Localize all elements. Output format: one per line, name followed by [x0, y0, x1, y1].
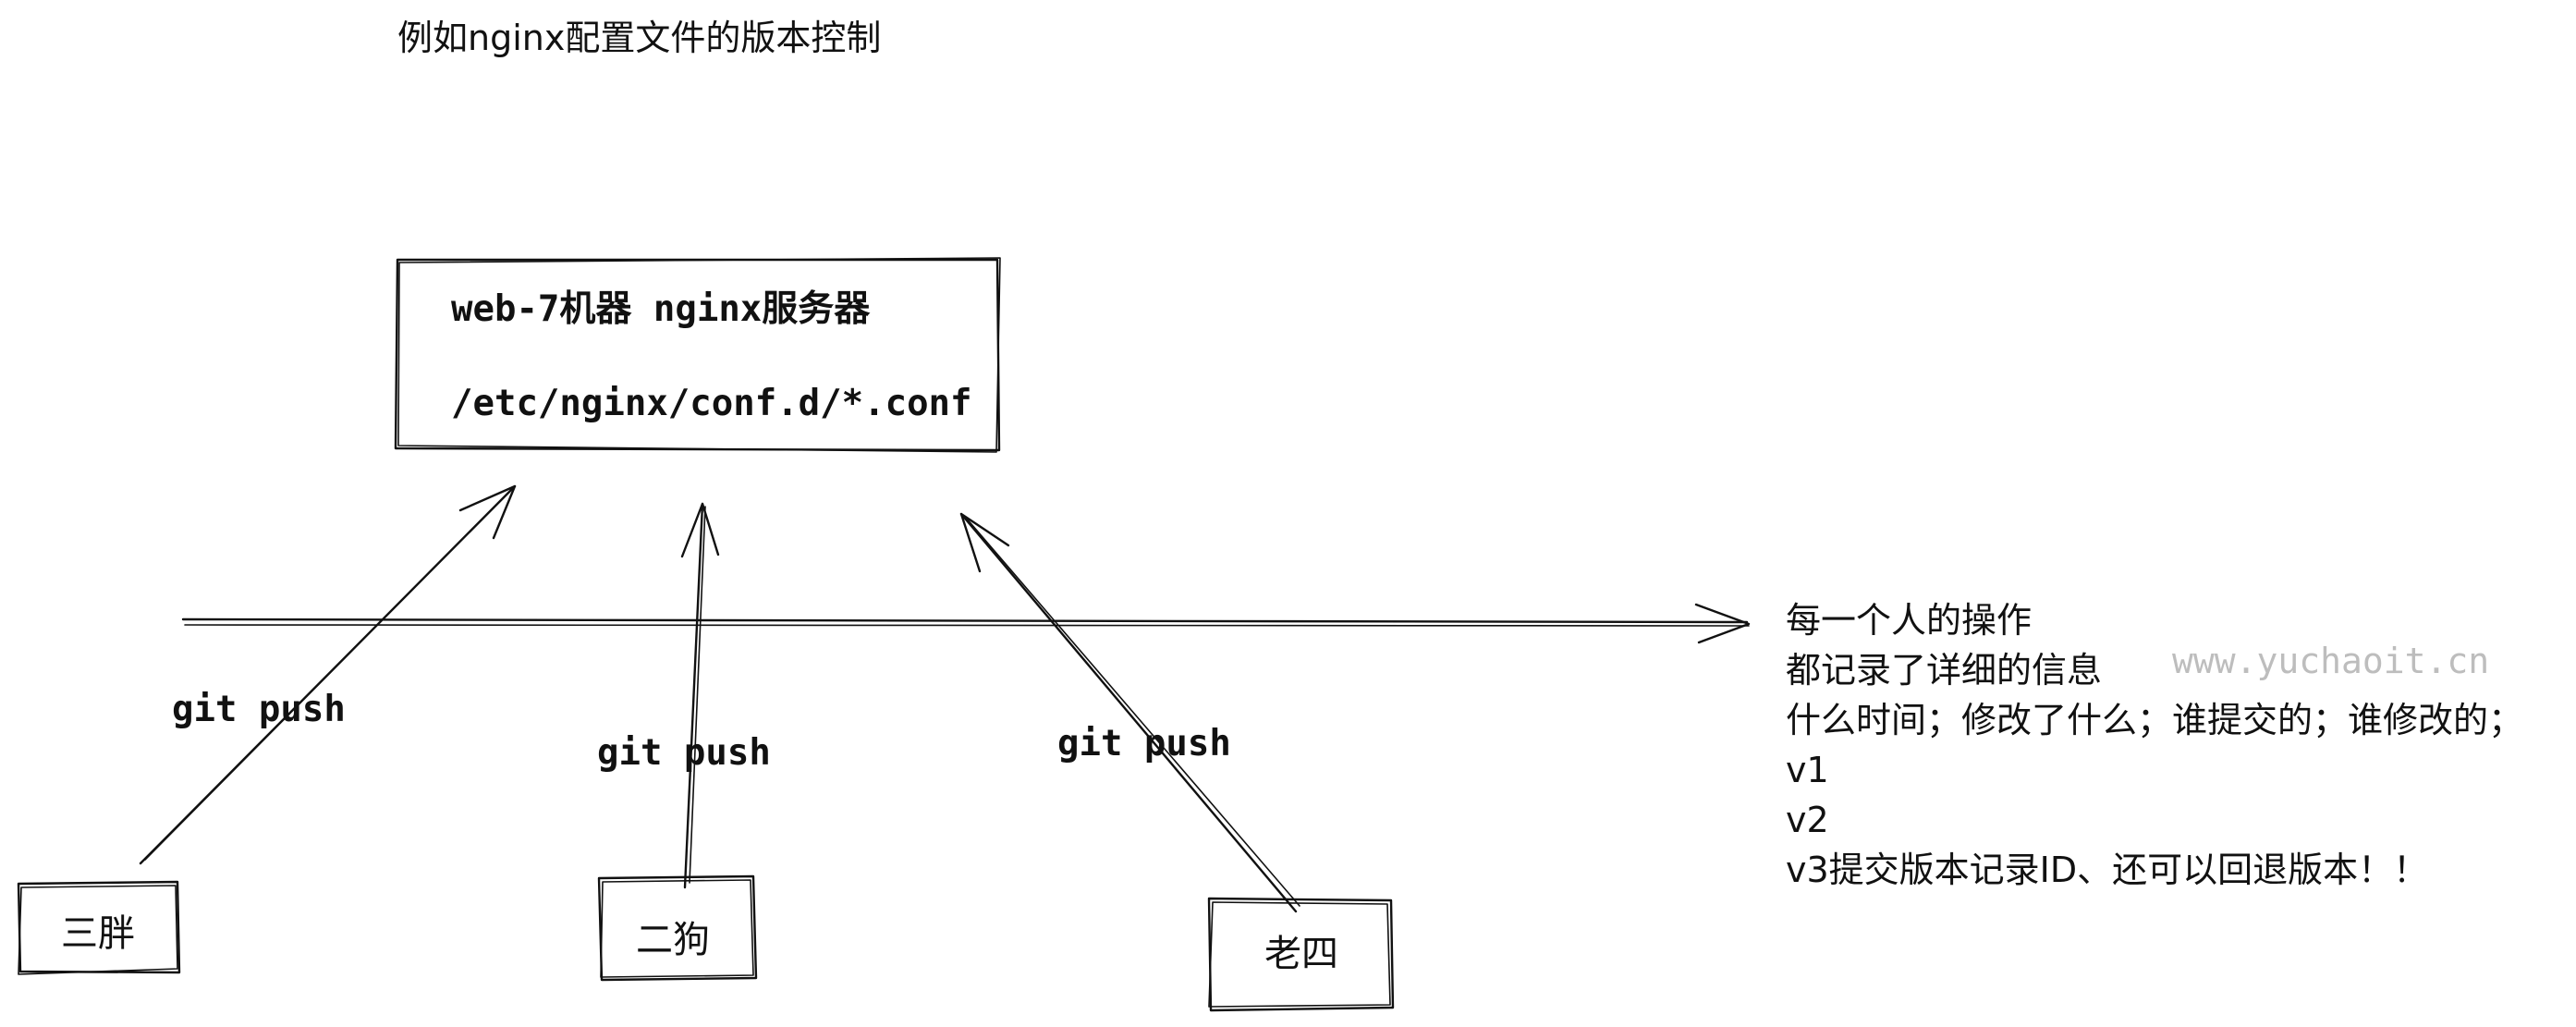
push-arrow-sanpang — [139, 484, 517, 865]
history-notes: 每一个人的操作 都记录了详细的信息 什么时间；修改了什么；谁提交的；谁修改的； … — [1786, 595, 2523, 895]
timeline-arrow — [181, 603, 1751, 644]
push-label-laosi: git push — [1057, 723, 1231, 764]
push-arrow-ergou — [680, 502, 720, 889]
user-name-ergou: 二狗 — [636, 919, 710, 961]
watermark-text: www.yuchaoit.cn — [2172, 641, 2490, 681]
note-line: 每一个人的操作 — [1786, 600, 2033, 641]
user-name-sanpang: 三胖 — [61, 912, 135, 955]
server-box — [394, 257, 1001, 453]
push-label-ergou: git push — [597, 732, 771, 774]
user-box-ergou — [597, 874, 758, 982]
note-line: v1 — [1786, 750, 1829, 790]
user-box-laosi — [1207, 897, 1395, 1012]
server-config-path: /etc/nginx/conf.d/*.conf — [451, 383, 972, 424]
user-name-laosi: 老四 — [1264, 933, 1338, 975]
push-arrow-laosi — [959, 512, 1300, 913]
note-line: v3提交版本记录ID、还可以回退版本！！ — [1786, 850, 2429, 890]
note-line: 都记录了详细的信息 — [1786, 650, 2103, 691]
diagram-title: 例如nginx配置文件的版本控制 — [397, 18, 882, 58]
user-box-sanpang — [17, 880, 181, 975]
server-host-label: web-7机器 nginx服务器 — [451, 288, 871, 330]
push-label-sanpang: git push — [172, 689, 346, 730]
note-line: v2 — [1786, 800, 1829, 840]
note-line: 什么时间；修改了什么；谁提交的；谁修改的； — [1786, 700, 2524, 740]
